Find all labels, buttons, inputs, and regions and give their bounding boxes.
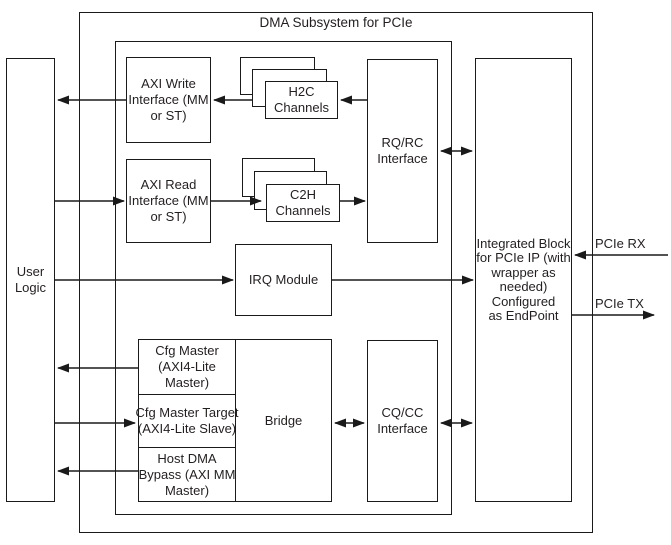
bridge-left-column: Cfg Master (AXI4-Lite Master) Cfg Master… bbox=[135, 340, 239, 501]
irq-module-label: IRQ Module bbox=[248, 272, 319, 287]
rq-rc-interface-block: RQ/RC Interface bbox=[367, 59, 438, 243]
outer-frame-box bbox=[79, 12, 593, 533]
bridge-label: Bridge bbox=[264, 413, 303, 428]
axi-read-label: AXI Read bbox=[140, 177, 197, 192]
bridge-complex-block: Cfg Master (AXI4-Lite Master) Cfg Master… bbox=[135, 339, 332, 502]
c2h-channels-block: C2H Channels bbox=[266, 184, 340, 222]
cq-cc-label: CQ/CC bbox=[381, 405, 424, 420]
h2c-channels-block: H2C Channels bbox=[265, 81, 338, 119]
h2c-label: H2C bbox=[288, 84, 315, 99]
host-dma-bypass-label: Host DMA bbox=[157, 450, 217, 466]
integrated-pcie-block: Integrated Block for PCIe IP (with wrapp… bbox=[475, 58, 572, 502]
integrated-pcie-label: Integrated Block bbox=[476, 235, 571, 251]
diagram-title: DMA Subsystem for PCIe bbox=[259, 15, 413, 30]
cfg-master-target-block: Cfg Master Target (AXI4-Lite Slave) bbox=[135, 395, 239, 448]
user-logic-label: User bbox=[16, 264, 45, 279]
dma-inner-frame-box bbox=[115, 41, 452, 515]
pcie-tx-label: PCIe TX bbox=[595, 296, 644, 311]
irq-module-block: IRQ Module bbox=[235, 244, 332, 316]
rq-rc-label: RQ/RC bbox=[381, 135, 424, 150]
cfg-master-block: Cfg Master (AXI4-Lite Master) bbox=[139, 340, 235, 395]
axi-write-label: AXI Write bbox=[141, 76, 196, 91]
cq-cc-interface-block: CQ/CC Interface bbox=[367, 340, 438, 502]
axi-read-interface-block: AXI Read Interface (MM or ST) bbox=[126, 159, 211, 243]
cfg-master-target-label: Cfg Master Target bbox=[135, 405, 239, 420]
host-dma-bypass-block: Host DMA Bypass (AXI MM Master) bbox=[138, 450, 236, 498]
c2h-label: C2H bbox=[289, 187, 316, 202]
bridge-block: Bridge bbox=[236, 340, 331, 501]
cfg-master-label: Cfg Master bbox=[155, 343, 219, 358]
axi-write-interface-block: AXI Write Interface (MM or ST) bbox=[126, 57, 211, 143]
user-logic-block: User Logic bbox=[6, 58, 55, 502]
pcie-rx-label: PCIe RX bbox=[595, 236, 646, 251]
